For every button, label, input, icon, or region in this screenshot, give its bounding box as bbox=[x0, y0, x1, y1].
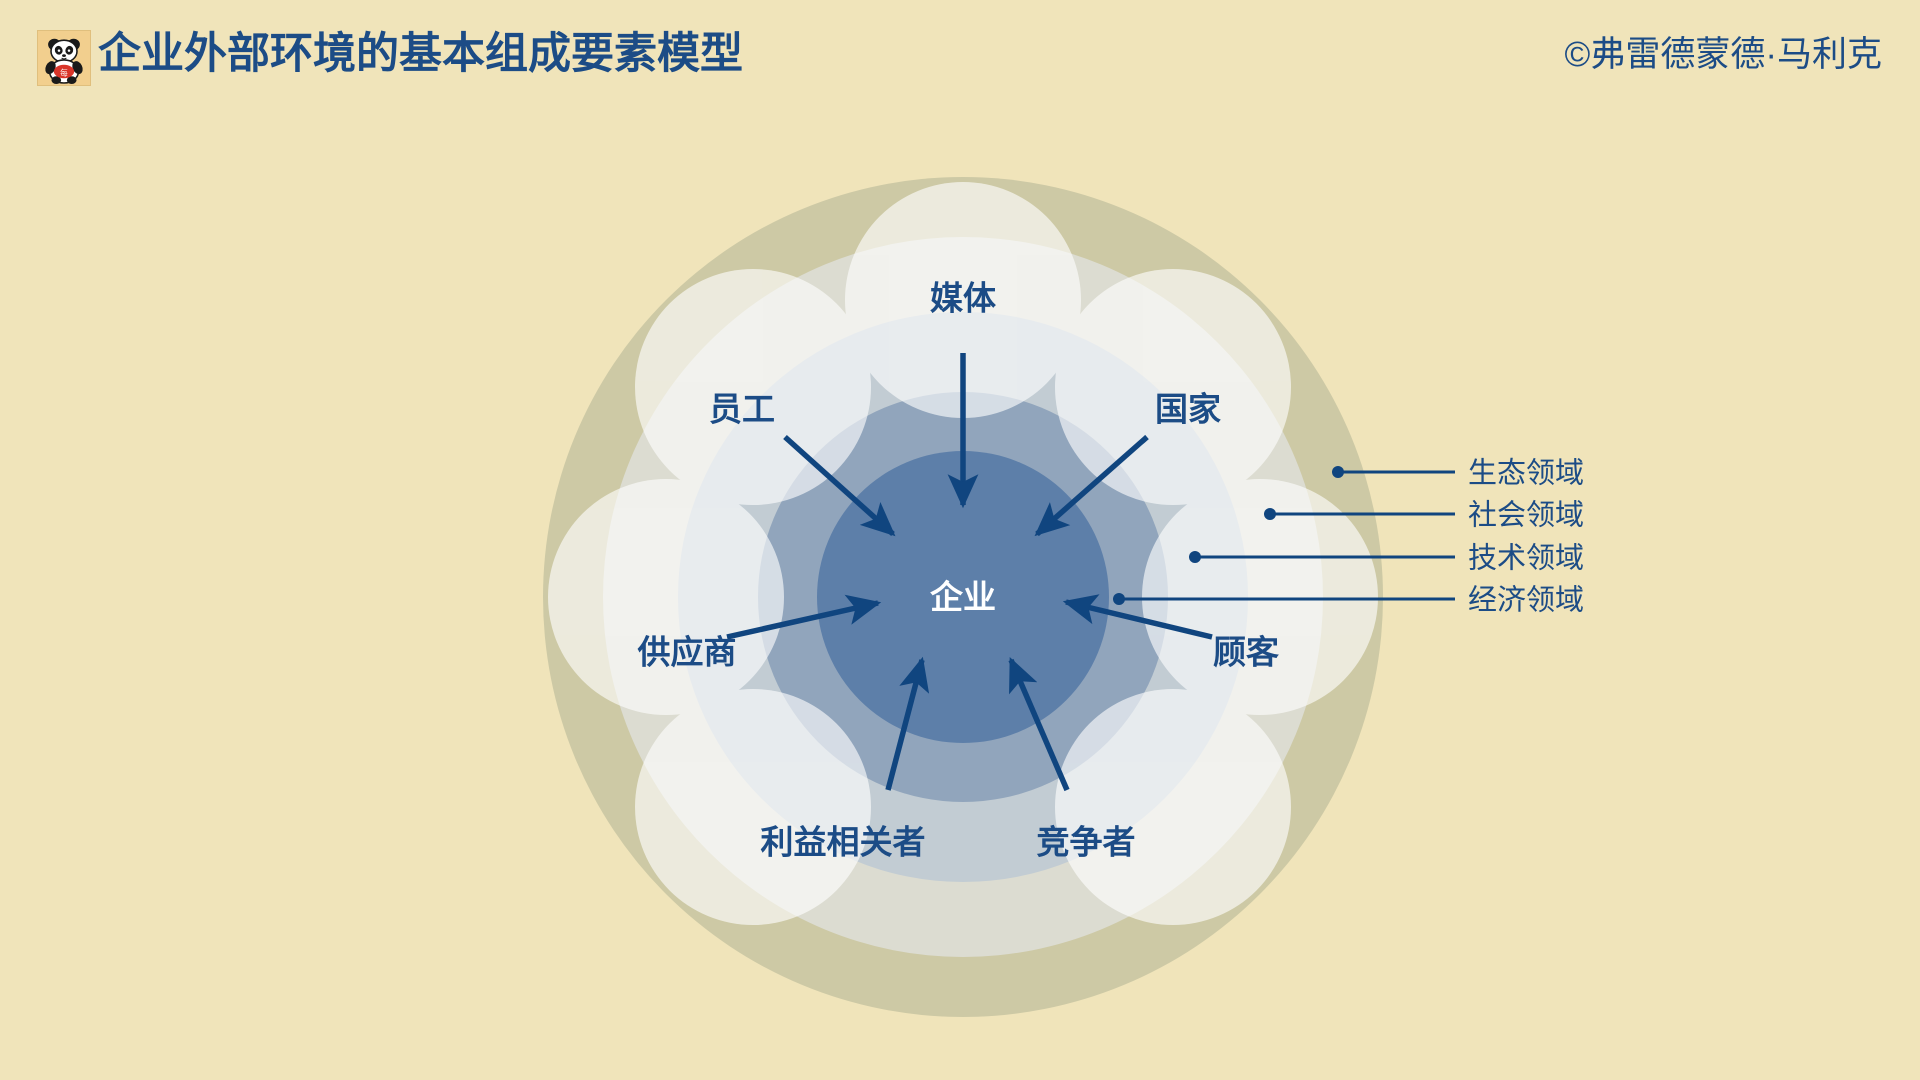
arrow-competitors-to-center bbox=[1008, 656, 1070, 792]
relation-arrows bbox=[726, 353, 1213, 792]
panda-logo-icon: 每 bbox=[37, 30, 91, 86]
ring-label-social: 社会领域 bbox=[1468, 499, 1585, 532]
petal-label-competitors: 竞争者 bbox=[1036, 823, 1136, 861]
arrow-employees-to-center bbox=[783, 434, 896, 537]
ring-label-ecological: 生态领域 bbox=[1468, 457, 1585, 490]
petal-circle-employees bbox=[635, 269, 871, 505]
petal-label-stakeholders: 利益相关者 bbox=[760, 823, 926, 861]
arrow-suppliers-to-center bbox=[726, 594, 882, 640]
center-label-enterprise: 企业 bbox=[930, 578, 996, 616]
petal-circle-stakeholders bbox=[635, 689, 871, 925]
petal-label-suppliers: 供应商 bbox=[637, 633, 737, 671]
arrow-stakeholders-to-center bbox=[885, 656, 930, 791]
petal-label-state: 国家 bbox=[1155, 390, 1221, 428]
petal-circle-suppliers bbox=[548, 479, 784, 715]
petal-circle-customers bbox=[1142, 479, 1378, 715]
petal-circle-media bbox=[845, 182, 1081, 418]
copyright-notice: ©弗雷德蒙德·马利克 bbox=[1564, 35, 1882, 74]
petal-label-employees: 员工 bbox=[709, 390, 775, 428]
petal-circle-state bbox=[1055, 269, 1291, 505]
petal-label-media: 媒体 bbox=[930, 279, 996, 317]
ring-label-economic: 经济领域 bbox=[1468, 584, 1585, 617]
slide-header: 每 企业外部环境的基本组成要素模型 ©弗雷德蒙德·马利克 bbox=[0, 0, 1920, 110]
leader-economic bbox=[1113, 593, 1455, 605]
leader-technological bbox=[1189, 551, 1455, 563]
petal-circle-competitors bbox=[1055, 689, 1291, 925]
arrow-state-to-center bbox=[1034, 434, 1149, 537]
svg-text:每: 每 bbox=[60, 67, 68, 77]
petal-circles bbox=[548, 182, 1378, 925]
ring-leader-lines bbox=[1113, 466, 1455, 605]
leader-social bbox=[1264, 508, 1455, 520]
page-title: 企业外部环境的基本组成要素模型 bbox=[98, 30, 743, 78]
ring-label-technological: 技术领域 bbox=[1468, 542, 1585, 575]
petal-label-customers: 顾客 bbox=[1213, 633, 1279, 671]
leader-ecological bbox=[1332, 466, 1455, 478]
arrow-customers-to-center bbox=[1062, 594, 1213, 640]
